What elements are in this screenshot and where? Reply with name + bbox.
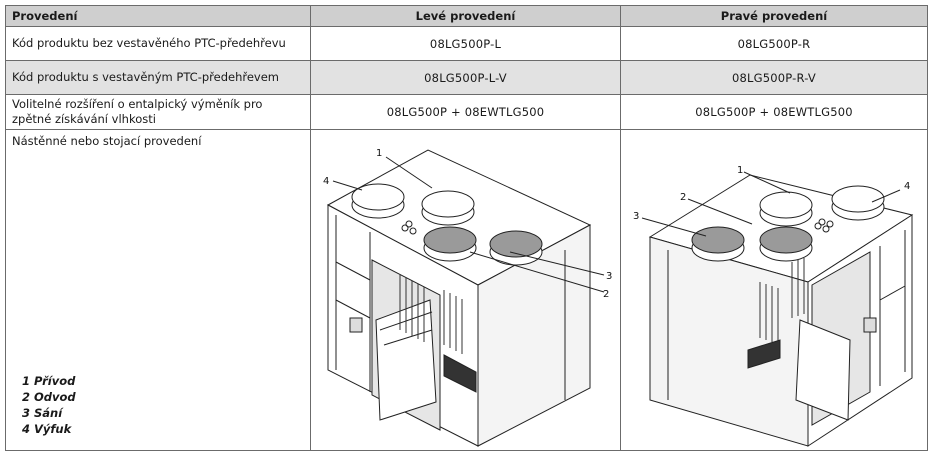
right-callout-3: 3 — [633, 211, 639, 222]
right-callout-2: 2 — [680, 192, 686, 203]
table-row: Kód produktu s vestavěným PTC-předehřeve… — [5, 60, 928, 95]
left-callout-2: 2 — [603, 289, 609, 300]
table-row: Kód produktu bez vestavěného PTC-předehř… — [5, 26, 928, 61]
legend-item: 4 Výfuk — [22, 422, 72, 436]
header-leve-provedeni: Levé provedení — [310, 5, 621, 27]
right-code: 08LG500P-R — [620, 26, 928, 61]
left-code: 08LG500P-L-V — [310, 60, 621, 95]
header-row: Provedení Levé provedení Pravé provedení — [5, 5, 928, 27]
legend-item: 2 Odvod — [22, 390, 76, 404]
left-unit-drawing — [326, 149, 605, 447]
left-callout-1: 1 — [376, 148, 382, 159]
right-callout-1: 1 — [737, 165, 743, 176]
drawing-row-label: Nástěnné nebo stojací provedení — [12, 134, 202, 148]
legend-item: 1 Přívod — [22, 374, 76, 388]
table-row: Volitelné rozšíření o entalpický výměník… — [5, 94, 928, 130]
right-code: 08LG500P-R-V — [620, 60, 928, 95]
legend: 1 Přívod 2 Odvod 3 Sání 4 Výfuk — [22, 373, 76, 437]
left-code: 08LG500P-L — [310, 26, 621, 61]
header-prave-provedeni: Pravé provedení — [620, 5, 928, 27]
left-callout-4: 4 — [323, 176, 329, 187]
right-unit-drawing — [641, 171, 914, 447]
row-label: Kód produktu bez vestavěného PTC-předehř… — [5, 26, 311, 61]
legend-item: 3 Sání — [22, 406, 63, 420]
right-code: 08LG500P + 08EWTLG500 — [620, 94, 928, 130]
left-callout-3: 3 — [606, 271, 612, 282]
header-provedeni: Provedení — [5, 5, 311, 27]
right-callout-4: 4 — [904, 181, 910, 192]
